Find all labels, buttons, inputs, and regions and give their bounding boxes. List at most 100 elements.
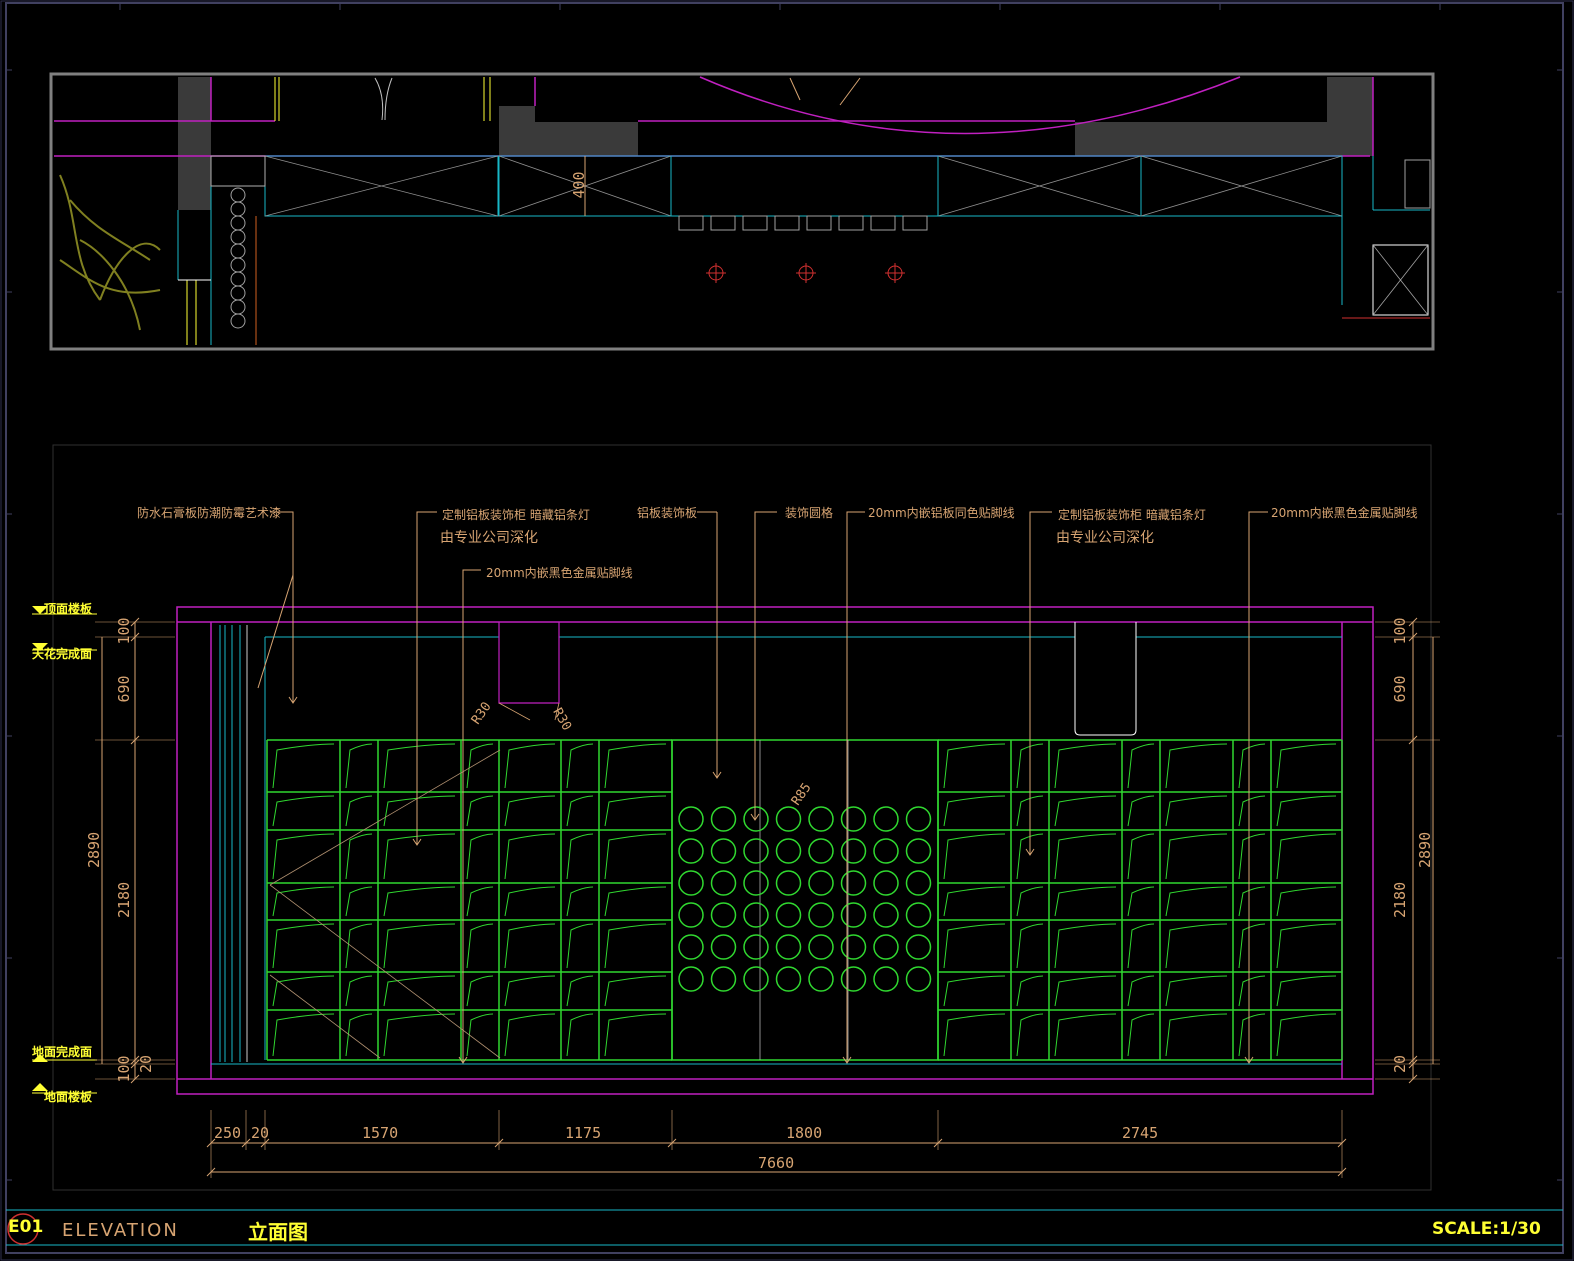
cabinet-left-cell-curve bbox=[383, 923, 456, 969]
dim-right-lower: 2180 bbox=[1391, 881, 1409, 918]
plan-insulation bbox=[230, 229, 246, 245]
dim-h-0: 250 bbox=[214, 1124, 242, 1142]
plan-foot bbox=[710, 215, 736, 231]
cabinet-right-cell-curve bbox=[1165, 886, 1228, 917]
leader-cabinet-left bbox=[416, 511, 437, 845]
cabinet-left-cell-curve bbox=[566, 1013, 594, 1057]
decor-circle bbox=[873, 838, 899, 864]
cabinet-left-cell-curve bbox=[604, 886, 667, 917]
plan-insulation bbox=[230, 257, 246, 273]
plan-arc bbox=[699, 76, 1241, 135]
cabinet-left-cell-curve bbox=[345, 975, 373, 1007]
cabinet-right-cell-curve bbox=[1016, 923, 1044, 969]
decor-circle bbox=[775, 870, 802, 896]
decor-circle bbox=[743, 838, 769, 864]
decor-circle bbox=[840, 966, 867, 992]
cabinet-right-cell-curve bbox=[1238, 923, 1266, 969]
cabinet-right-cell-curve bbox=[1054, 975, 1117, 1007]
level-ceiling-finish: 天花完成面 bbox=[32, 647, 93, 661]
cabinet-left-cell-curve bbox=[345, 1013, 373, 1057]
dim-overall: 7660 bbox=[758, 1154, 795, 1172]
dim-tick bbox=[206, 1138, 216, 1148]
decor-circle bbox=[678, 806, 704, 832]
cabinet-right-cell-curve bbox=[1127, 795, 1155, 827]
cabinet-right-cell-curve bbox=[1276, 975, 1337, 1007]
cabinet-left-cell-curve bbox=[345, 886, 373, 917]
cabinet-right-cell-curve bbox=[1276, 923, 1337, 969]
plan-wall-fill bbox=[535, 122, 638, 156]
elevation-slab-outline bbox=[176, 606, 1374, 1095]
leader-decor-circle-arrow bbox=[750, 813, 760, 821]
plan-line bbox=[839, 77, 861, 106]
decor-circle bbox=[710, 934, 737, 960]
cabinet-left-cell-curve bbox=[604, 975, 667, 1007]
leader-skirting-black-right-arrow bbox=[1244, 1056, 1254, 1064]
title-code-circle bbox=[7, 1213, 39, 1245]
decor-circle bbox=[808, 934, 834, 960]
decor-circle bbox=[678, 902, 704, 928]
decor-circle bbox=[743, 870, 769, 896]
note-aluminum-panel: 铝板装饰板 bbox=[637, 506, 698, 520]
note-by-company-left: 由专业公司深化 bbox=[440, 530, 538, 546]
plan-door-arc bbox=[384, 77, 393, 121]
cabinet-left-cell-curve bbox=[566, 923, 594, 969]
cabinet-right-cell-curve bbox=[943, 833, 1006, 880]
plan-fixture bbox=[1372, 244, 1429, 316]
dim-tick bbox=[1408, 1055, 1418, 1065]
level-floor-slab: 地面楼板 bbox=[44, 1090, 93, 1104]
cabinet-right-cell-curve bbox=[1165, 743, 1228, 789]
cabinet-left-cell-curve bbox=[604, 1013, 667, 1057]
dim-tick bbox=[241, 1138, 251, 1148]
decor-circle bbox=[808, 902, 834, 928]
decor-circle bbox=[678, 870, 704, 896]
dim-right-total: 2890 bbox=[1416, 831, 1434, 868]
cabinet-left-cell-curve bbox=[272, 833, 335, 880]
decor-circle bbox=[873, 902, 899, 928]
cabinet-left-cell-curve bbox=[272, 975, 335, 1007]
dim-left-total: 2890 bbox=[85, 831, 103, 868]
cabinet-right-cell-curve bbox=[1127, 975, 1155, 1007]
cabinet-left-cell-curve bbox=[345, 833, 373, 880]
decor-circle bbox=[678, 966, 704, 992]
plan-foot bbox=[838, 215, 864, 231]
dim-tick bbox=[667, 1138, 677, 1148]
leader-cabinet-right bbox=[1029, 511, 1052, 855]
cabinet-right-cell-curve bbox=[1238, 795, 1266, 827]
cabinet-left-cell-curve bbox=[604, 795, 667, 827]
decor-circle bbox=[905, 838, 932, 864]
plan-line bbox=[789, 77, 801, 101]
cabinet-right-cell-curve bbox=[1238, 886, 1266, 917]
cabinet-left-cell-curve bbox=[604, 923, 667, 969]
cabinet-right-cell-curve bbox=[1016, 886, 1044, 917]
plan-fixture bbox=[1404, 159, 1431, 209]
plan-foot bbox=[774, 215, 800, 231]
cabinet-right-cell-curve bbox=[1016, 1013, 1044, 1057]
leader-skirting-same-arrow bbox=[842, 1056, 852, 1064]
title-code: E01 bbox=[8, 1217, 44, 1237]
note-skirting-black-left: 20mm内嵌黑色金属贴脚线 bbox=[486, 566, 633, 580]
decor-circle bbox=[905, 934, 932, 960]
leader-skirting-same bbox=[846, 511, 865, 1063]
elevation-beam bbox=[498, 622, 560, 704]
dim-tick bbox=[130, 1055, 140, 1065]
plan-frame bbox=[49, 72, 1435, 351]
plan-wall-fill bbox=[499, 106, 535, 156]
cabinet-left-cell-curve bbox=[383, 833, 456, 880]
leader-waterproof-2 bbox=[257, 574, 294, 689]
plan-depth-label: 400 bbox=[570, 171, 588, 199]
cabinet-left-cell-curve bbox=[272, 743, 335, 789]
cabinet-right-cell-curve bbox=[1276, 743, 1337, 789]
title-label-cn: 立面图 bbox=[248, 1220, 308, 1244]
cabinet-right-cell-curve bbox=[1127, 1013, 1155, 1057]
decor-circle bbox=[743, 806, 769, 832]
dim-tick bbox=[1408, 617, 1418, 627]
dim-right-upper: 690 bbox=[1391, 675, 1409, 703]
decor-circle bbox=[840, 838, 867, 864]
plan-foot bbox=[742, 215, 768, 231]
dim-tick bbox=[130, 1059, 140, 1069]
leader-cabinet-left-arrow bbox=[412, 838, 422, 846]
plan-foot bbox=[806, 215, 832, 231]
decor-circle bbox=[808, 838, 834, 864]
cabinet-left-cell-curve bbox=[566, 795, 594, 827]
